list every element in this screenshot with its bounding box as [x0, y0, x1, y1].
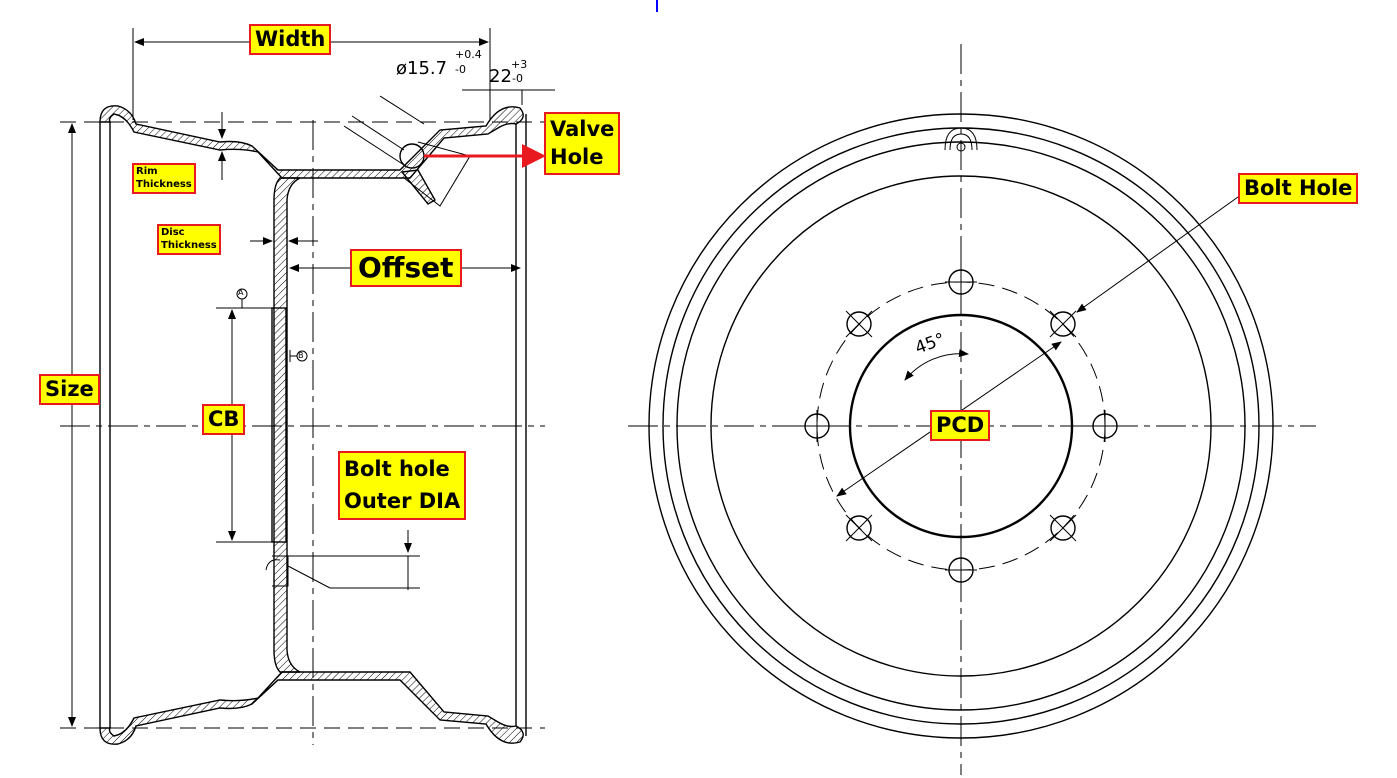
- valve-tol-upper: +0.4: [455, 48, 482, 61]
- rim-thickness-label: Rim Thickness: [132, 163, 196, 194]
- datum-b: B: [298, 351, 304, 360]
- rim-section-view: [60, 28, 555, 745]
- valve-stem: [400, 169, 436, 205]
- disc-profile: [273, 177, 301, 673]
- rim-edge-text: 22: [489, 66, 512, 87]
- size-label: Size: [39, 374, 100, 406]
- bolt-hole-outer-dia-label: Bolt hole Outer DIA: [338, 451, 467, 520]
- cb-label: CB: [202, 404, 246, 436]
- pcd-label: PCD: [930, 410, 991, 442]
- rim-edge-tol-upper: +3: [511, 58, 528, 71]
- valve-hole-label: Valve Hole: [544, 112, 621, 175]
- rim-edge-tol-lower: -0: [512, 72, 523, 85]
- width-label: Width: [249, 24, 332, 56]
- bolt-hole-label: Bolt Hole: [1238, 173, 1359, 205]
- offset-label: Offset: [350, 249, 462, 287]
- valve-dia-text: ø15.7: [396, 58, 448, 79]
- lower-rim-profile: [99, 671, 524, 745]
- datum-a: A: [238, 288, 244, 297]
- disc-thickness-label: Disc Thickness: [157, 224, 221, 255]
- valve-tol-lower: -0: [455, 63, 466, 76]
